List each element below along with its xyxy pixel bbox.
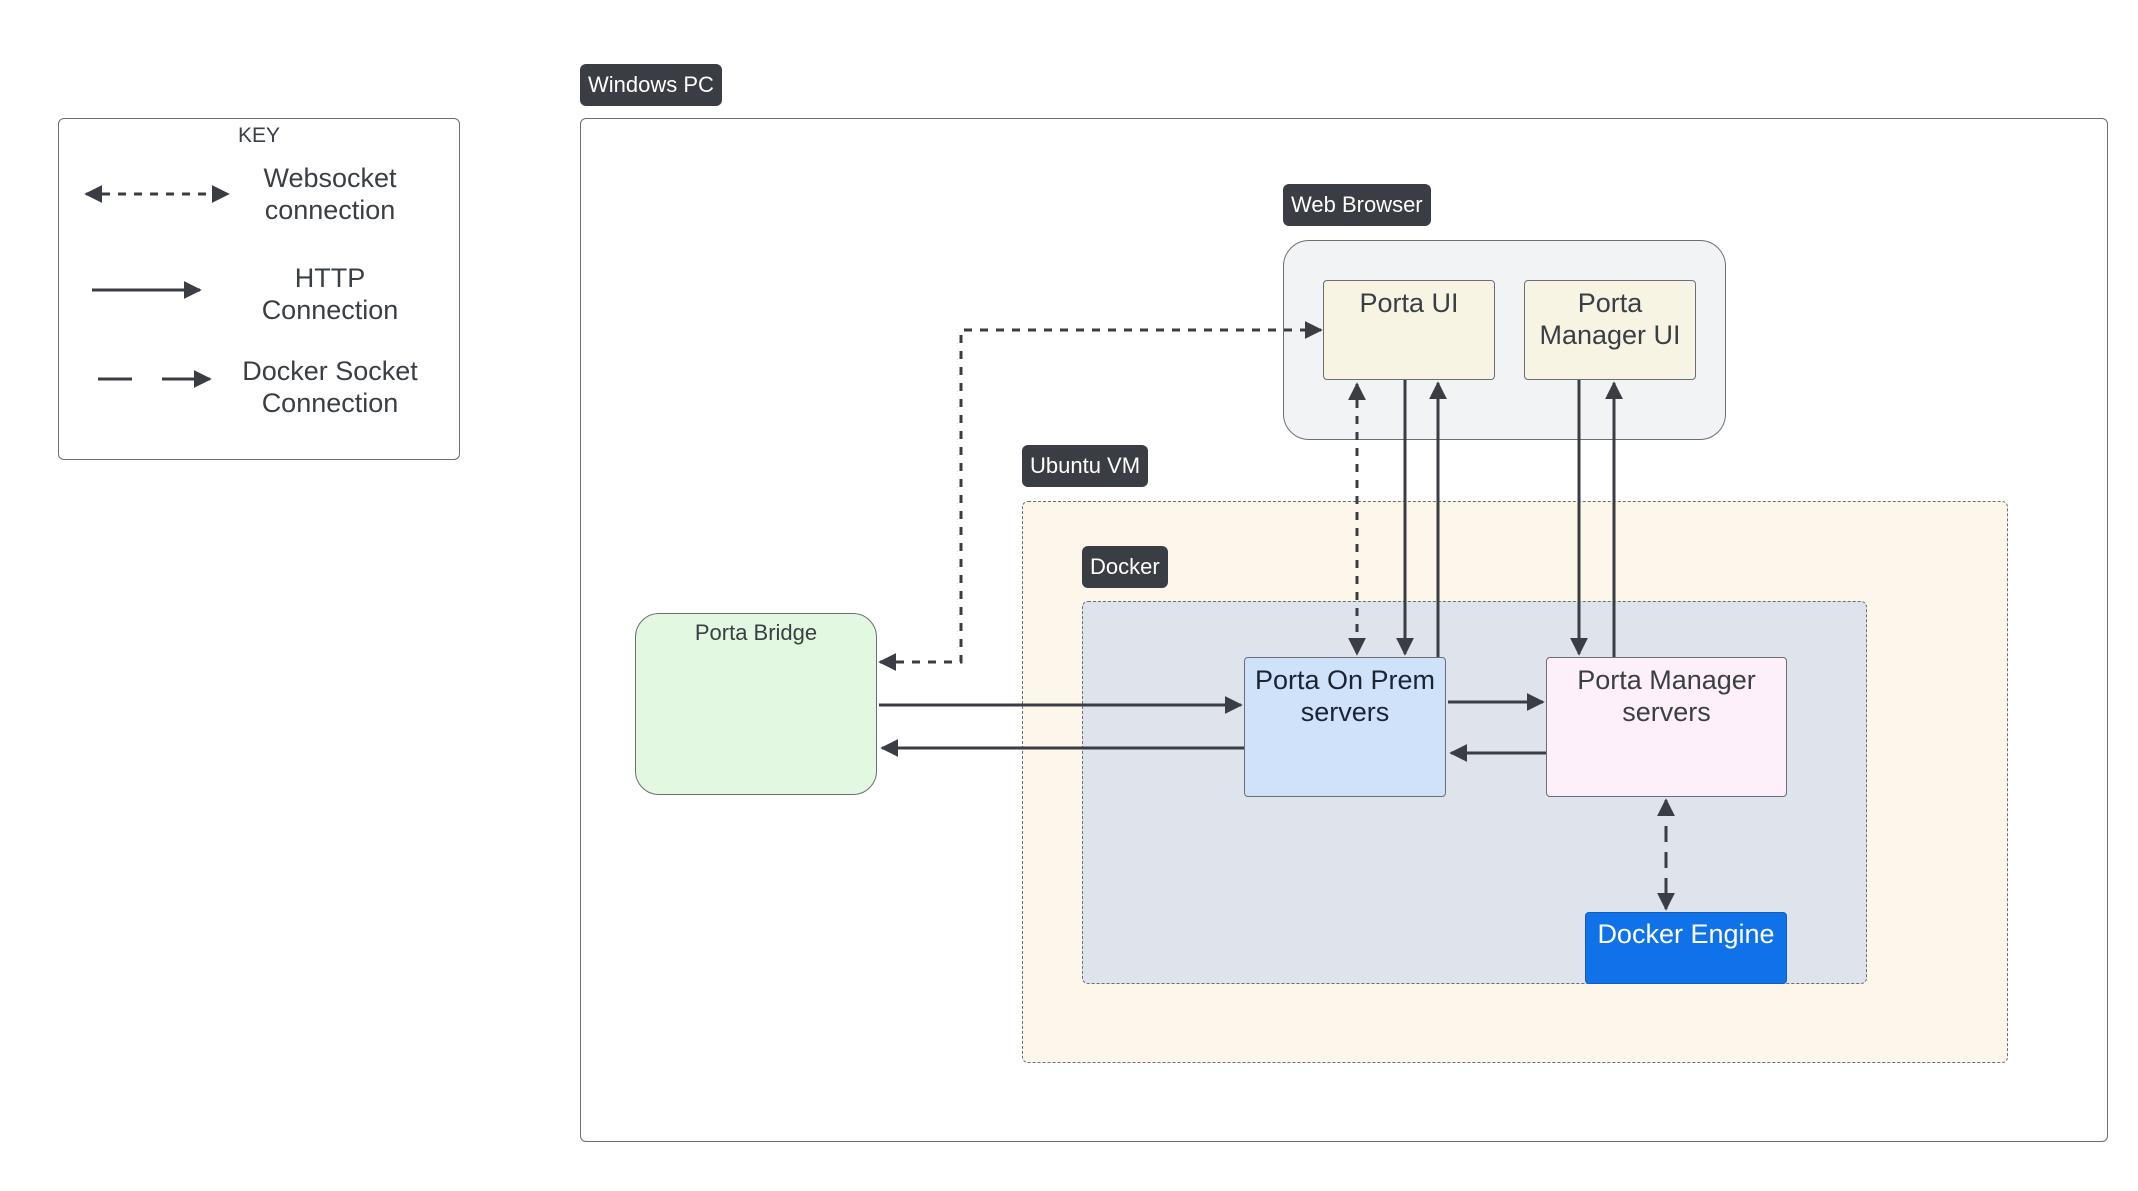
porta-manager-servers-label-line1: Porta Manager <box>1577 665 1756 695</box>
porta-manager-ui-label-line2: Manager UI <box>1539 320 1681 350</box>
porta-manager-servers-node: Porta Manager servers <box>1546 657 1787 797</box>
porta-on-prem-label-line2: servers <box>1300 697 1390 727</box>
key-title: KEY <box>237 124 281 147</box>
porta-manager-ui-label-line1: Porta <box>1577 288 1643 318</box>
key-label-http-line2: Connection <box>261 295 399 325</box>
docker-engine-label: Docker Engine <box>1597 919 1775 949</box>
windows-pc-label: Windows PC <box>580 64 722 106</box>
key-label-websocket-line1: Websocket <box>263 163 397 193</box>
porta-ui-label: Porta UI <box>1359 288 1459 318</box>
porta-ui-node: Porta UI <box>1323 280 1495 380</box>
porta-manager-servers-label-line2: servers <box>1622 697 1711 727</box>
key-label-docker-socket-line1: Docker Socket <box>242 356 418 386</box>
porta-manager-ui-node: Porta Manager UI <box>1524 280 1696 380</box>
porta-bridge-node: Porta Bridge <box>635 613 877 795</box>
key-label-docker-socket: Docker Socket Connection <box>230 355 430 419</box>
key-label-http-line1: HTTP <box>294 263 366 293</box>
key-label-websocket-line2: connection <box>264 195 396 225</box>
websocket-bridge-ui <box>878 321 1323 671</box>
key-label-docker-socket-line2: Connection <box>261 388 399 418</box>
porta-bridge-label: Porta Bridge <box>694 620 818 645</box>
windows-pc-container <box>580 118 2108 1142</box>
key-label-websocket: Websocket connection <box>230 162 430 226</box>
docker-engine-node: Docker Engine <box>1585 912 1787 984</box>
key-label-http: HTTP Connection <box>230 262 430 326</box>
web-browser-label: Web Browser <box>1283 184 1431 226</box>
